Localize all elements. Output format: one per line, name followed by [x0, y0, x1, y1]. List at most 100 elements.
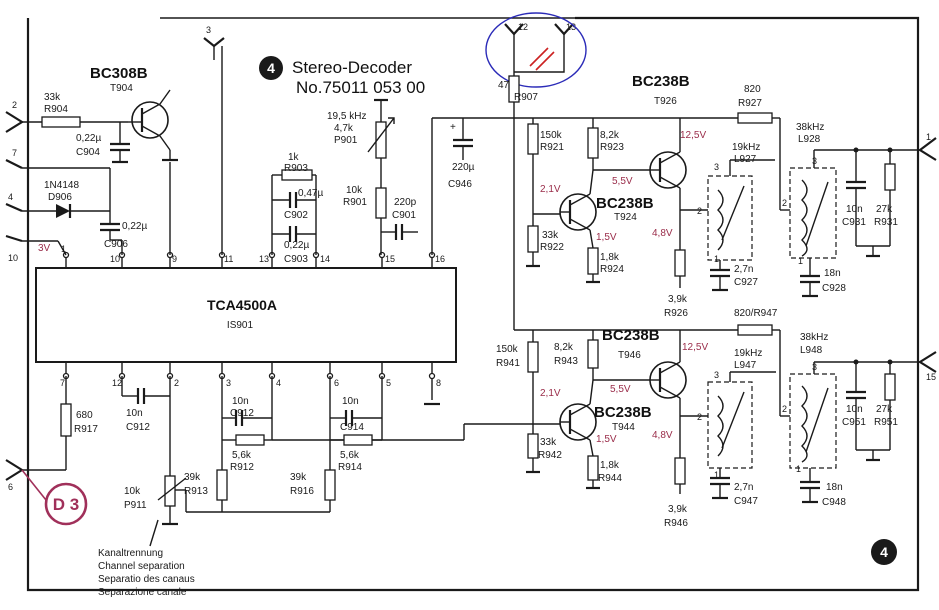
resistor-r924 [587, 247, 599, 275]
resistor-r913 [216, 469, 228, 501]
svg-text:12: 12 [518, 22, 528, 32]
r931-ref: R931 [874, 217, 898, 228]
connector-4-left: 4 [5, 192, 23, 213]
r907-ref: R907 [514, 92, 538, 103]
resistor-r946 [674, 457, 686, 485]
r921-ref: R921 [540, 142, 564, 153]
d3-badge-text: D 3 [53, 495, 79, 514]
c947-value: 2,7n [734, 482, 753, 493]
resistor-r904 [41, 116, 81, 128]
r923-value: 8,2k [600, 130, 620, 141]
r916-ref: R916 [290, 486, 314, 497]
t926-type: BC238B [632, 73, 690, 90]
l947-ref: L947 [734, 360, 757, 371]
connector-3: 3 [203, 25, 225, 60]
r924-value: 1,8k [600, 252, 620, 263]
svg-text:11: 11 [224, 254, 233, 264]
svg-text:1: 1 [61, 244, 66, 254]
c906-ref: C906 [104, 239, 128, 250]
r947-label: 820/R947 [734, 308, 778, 319]
l947-pin1: 1 [714, 470, 719, 480]
resistor-r926 [674, 249, 686, 277]
svg-text:2: 2 [174, 378, 179, 388]
d3-badge [44, 482, 88, 526]
r926-ref: R926 [664, 308, 688, 319]
resistor-r901 [375, 187, 387, 219]
transistor-t944 [559, 403, 597, 441]
ic-ref: IS901 [227, 320, 254, 331]
connector-13: 13 [554, 22, 576, 36]
r941-ref: R941 [496, 358, 520, 369]
diode-d906 [56, 204, 70, 218]
r927-ref: R927 [738, 98, 762, 109]
coil-l928 [789, 167, 837, 259]
voltage-5-5v-a: 5,5V [612, 176, 633, 187]
resistor-r943 [587, 339, 599, 369]
r926-value: 3,9k [668, 294, 688, 305]
connector-2-left: 2 [5, 100, 25, 133]
t946-type: BC238B [602, 327, 660, 344]
svg-text:Channel separation: Channel separation [98, 561, 185, 572]
voltage-5-5v-b: 5,5V [610, 384, 631, 395]
title-line2: No.75011 053 00 [296, 78, 425, 97]
resistor-r922 [527, 225, 539, 253]
svg-text:6: 6 [8, 482, 13, 492]
connector-6-left: 6 [5, 459, 25, 492]
c948-value: 18n [826, 482, 843, 493]
r924-ref: R924 [600, 264, 624, 275]
transistor-t926 [649, 151, 687, 189]
ic-name: TCA4500A [207, 297, 277, 313]
resistor-r923 [587, 127, 599, 159]
r901-ref: R901 [343, 197, 367, 208]
voltage-12-5v-b: 12,5V [682, 342, 708, 353]
voltage-3v: 3V [38, 243, 51, 254]
t926-ref: T926 [654, 96, 677, 107]
r943-ref: R943 [554, 356, 578, 367]
svg-text:6: 6 [334, 378, 339, 388]
c914-value: 10n [342, 396, 359, 407]
c906-value: 0,22µ [122, 221, 147, 232]
r951-ref: R951 [874, 417, 898, 428]
c912b-ref: C912 [230, 408, 254, 419]
r927-value: 820 [744, 84, 761, 95]
c951-ref: C951 [842, 417, 866, 428]
r916-value: 39k [290, 472, 307, 483]
svg-text:4: 4 [8, 192, 13, 202]
voltage-4-8v-a: 4,8V [652, 228, 673, 239]
r942-value: 33k [540, 437, 557, 448]
svg-text:2: 2 [12, 100, 17, 110]
c946-ref: C946 [448, 179, 472, 190]
resistor-r916 [324, 469, 336, 501]
connector-15-right: 15 [917, 351, 937, 382]
svg-text:10: 10 [8, 253, 18, 263]
r913-ref: R913 [184, 486, 208, 497]
r941-value: 150k [496, 344, 519, 355]
coil-l927 [707, 175, 753, 261]
voltage-2-1v-b: 2,1V [540, 388, 561, 399]
l947-pin3: 3 [714, 370, 719, 380]
p911-ref: P911 [124, 500, 147, 511]
c914-ref: C914 [340, 422, 364, 433]
l948-pin2: 2 [782, 404, 787, 414]
svg-text:3: 3 [206, 25, 211, 35]
resistor-r912 [235, 434, 265, 446]
r904-value: 33k [44, 92, 61, 103]
voltage-1-5v-b: 1,5V [596, 434, 617, 445]
p901-value: 4,7k [334, 123, 354, 134]
title-badge-text: 4 [267, 60, 275, 76]
l928-ref: L928 [798, 134, 821, 145]
r946-ref: R946 [664, 518, 688, 529]
resistor-r927 [737, 112, 773, 124]
r904-ref: R904 [44, 104, 68, 115]
svg-text:8: 8 [436, 378, 441, 388]
r914-value: 5,6k [340, 450, 360, 461]
r944-value: 1,8k [600, 460, 620, 471]
c948-ref: C948 [822, 497, 846, 508]
resistor-r917 [60, 403, 72, 437]
l927-pin2: 2 [697, 206, 702, 216]
connector-10-left: 10 [5, 234, 23, 263]
c912a-ref: C912 [126, 422, 150, 433]
l927-value: 19kHz [732, 142, 760, 153]
svg-text:1: 1 [926, 132, 931, 142]
